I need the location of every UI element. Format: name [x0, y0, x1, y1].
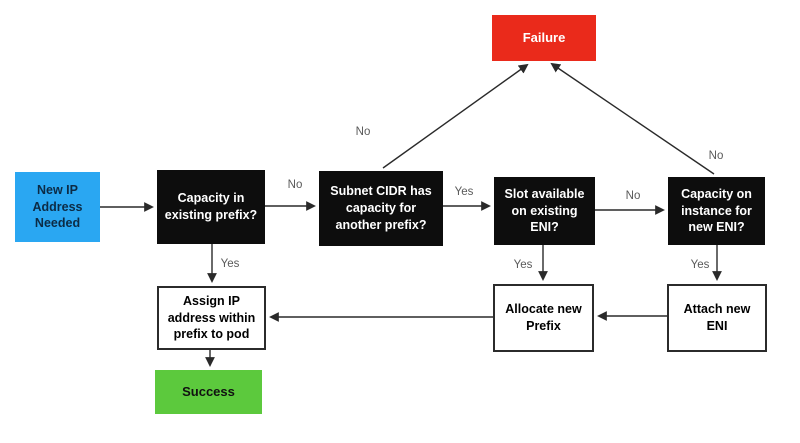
- start-node-new-ip-needed: New IP Address Needed: [15, 172, 100, 242]
- edge-label-yes-capacity-to-assign: Yes: [220, 258, 240, 270]
- edge-subnet-to-failure: [382, 63, 529, 169]
- edge-label-no-slot-to-instance: No: [625, 190, 641, 202]
- decision-capacity-existing-prefix: Capacity in existing prefix?: [157, 170, 265, 244]
- decision-capacity-instance-new-eni: Capacity on instance for new ENI?: [668, 177, 765, 245]
- decision-subnet-cidr-capacity: Subnet CIDR has capacity for another pre…: [319, 171, 443, 246]
- edge-label-no-instance-to-failure: No: [708, 150, 724, 162]
- terminal-failure: Failure: [492, 15, 596, 61]
- edge-instance-to-failure: [550, 62, 715, 175]
- action-allocate-new-prefix: Allocate new Prefix: [493, 284, 594, 352]
- action-assign-ip-to-pod: Assign IP address within prefix to pod: [157, 286, 266, 350]
- edge-label-yes-instance-to-attach: Yes: [690, 259, 710, 271]
- action-attach-new-eni: Attach new ENI: [667, 284, 767, 352]
- edge-label-no-subnet-to-failure: No: [355, 126, 371, 138]
- decision-slot-available-eni: Slot available on existing ENI?: [494, 177, 595, 245]
- edge-label-yes-slot-to-allocate: Yes: [513, 259, 533, 271]
- edge-label-yes-subnet-to-slot: Yes: [454, 186, 474, 198]
- terminal-success: Success: [155, 370, 262, 414]
- edge-label-no-capacity-to-subnet: No: [287, 179, 303, 191]
